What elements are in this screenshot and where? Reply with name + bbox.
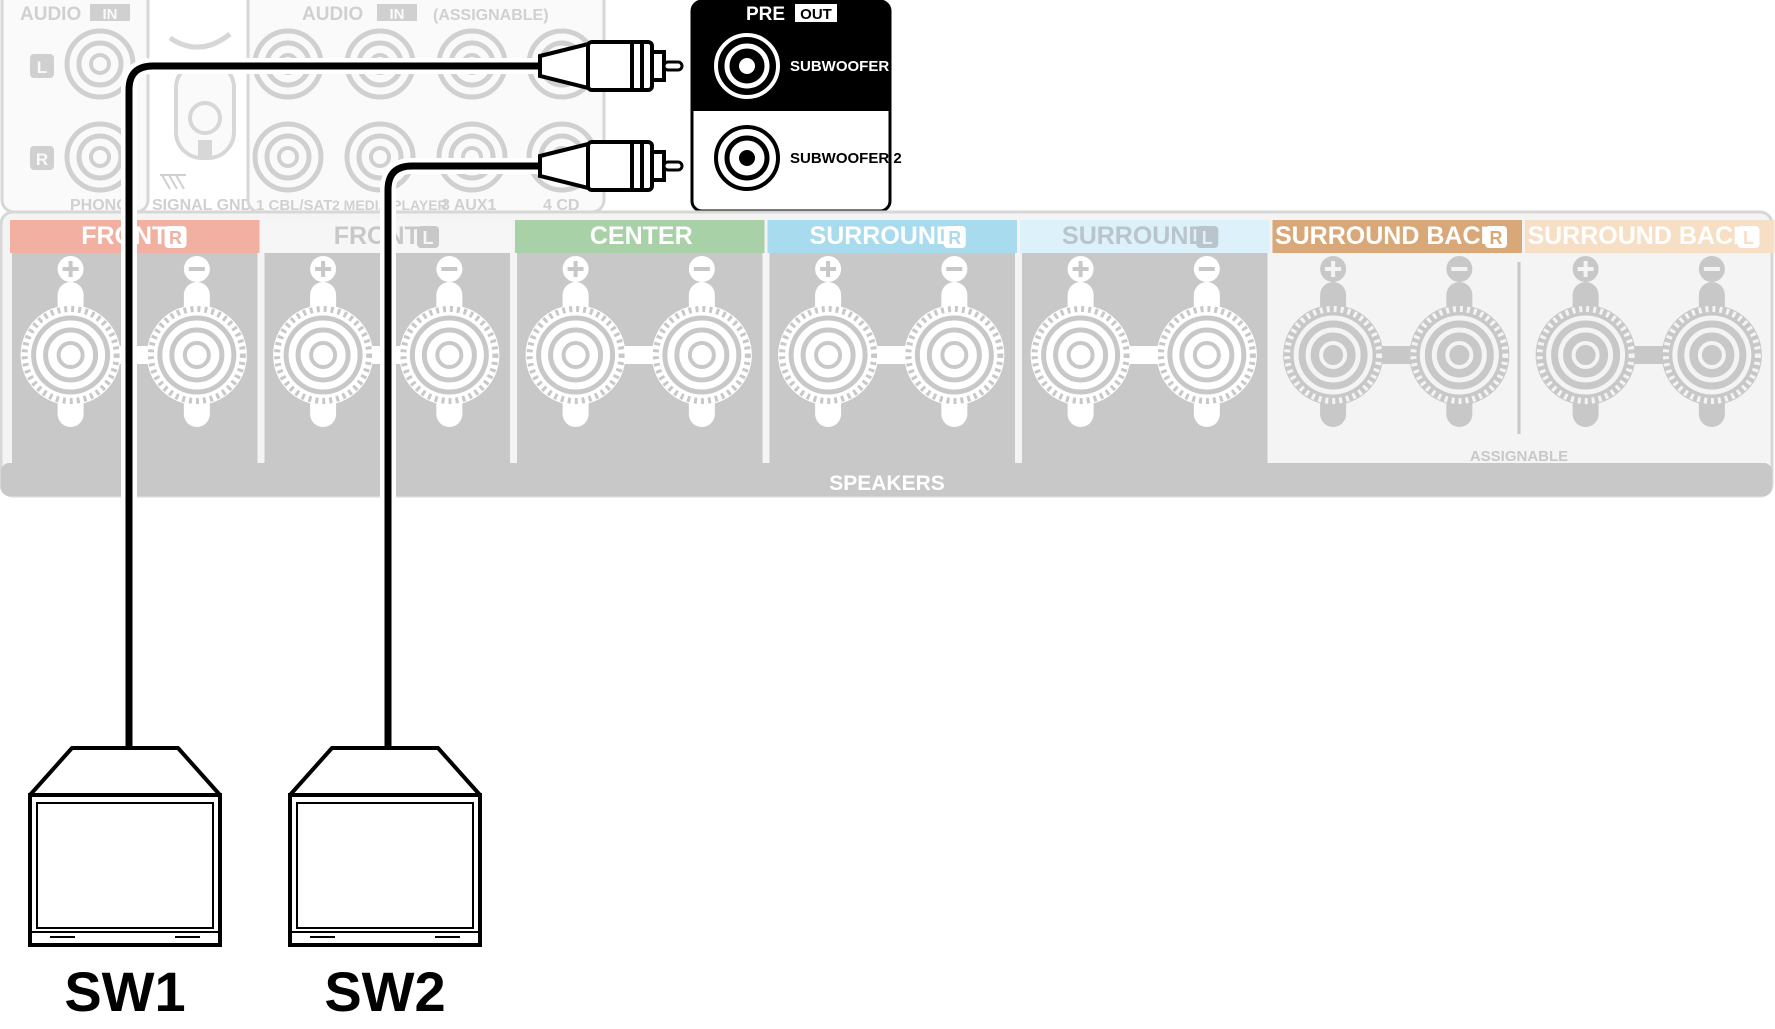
speaker-terminal-7-plus[interactable] (1535, 256, 1636, 427)
input-4-label: 4 CD (543, 197, 579, 214)
speaker-group-label-6: SURROUND BACK (1275, 222, 1499, 250)
speakers-label: SPEAKERS (829, 472, 945, 495)
pre-out-header: PRE (746, 4, 785, 25)
assignable-suffix: (ASSIGNABLE) (433, 7, 549, 24)
speaker-group-badge-6: R (1490, 228, 1503, 248)
speaker-terminal-4-minus[interactable] (904, 256, 1005, 427)
channel-r-badge: R (36, 150, 48, 169)
input-1-label: 1 CBL/SAT (256, 197, 332, 214)
speaker-terminal-1-plus[interactable] (20, 256, 121, 427)
speaker-group-badge-1: R (169, 228, 182, 248)
speaker-group-label-7: SURROUND BACK (1527, 222, 1751, 250)
audio-in-left-header-tag: IN (103, 6, 118, 23)
rca-plug-2 (538, 140, 684, 192)
assignable-label: ASSIGNABLE (1470, 448, 1568, 465)
speaker-terminal-2-minus[interactable] (399, 256, 500, 427)
pre-out-tag: OUT (800, 6, 832, 23)
audio-in-assignable-panel: AUDIO IN (ASSIGNABLE) 1 CBL/SAT 2 MEDIA … (246, 0, 606, 214)
audio-input-1-r-jack[interactable] (252, 121, 324, 193)
speaker-terminal-1-minus[interactable] (146, 256, 247, 427)
speaker-group-label-2: FRONT (334, 222, 420, 250)
speaker-terminal-5-plus[interactable] (1030, 256, 1131, 427)
audio-in-assignable-header: AUDIO (302, 4, 363, 25)
subwoofer-1: SW1 (28, 746, 222, 1023)
speaker-group-label-3: CENTER (590, 222, 693, 250)
speaker-group-3: CENTER (515, 220, 765, 463)
input-3-label: 3 AUX1 (441, 197, 497, 214)
speaker-group-label-4: SURROUND (810, 222, 954, 250)
speaker-group-badge-5: L (1202, 228, 1213, 248)
speaker-terminal-2-plus[interactable] (273, 256, 374, 427)
speaker-group-badge-4: R (948, 228, 961, 248)
speaker-group-label-5: SURROUND (1062, 222, 1206, 250)
subwoofer-2: SW2 (288, 746, 482, 1023)
speaker-terminal-7-minus[interactable] (1661, 256, 1762, 427)
subwoofer-1-label: SUBWOOFER 1 (790, 58, 902, 75)
phono-label: PHONO (70, 197, 129, 214)
pre-out-panel: PRE OUT SUBWOOFER 1 SUBWOOFER 2 (690, 0, 902, 213)
subwoofer-2-label: SW2 (324, 960, 445, 1023)
audio-in-assignable-tag: IN (390, 6, 405, 23)
rca-plug-1 (538, 40, 684, 92)
subwoofer-1-jack[interactable] (714, 33, 780, 99)
speaker-group-badge-2: L (423, 228, 434, 248)
speaker-group-badge-7: L (1743, 228, 1754, 248)
speaker-terminal-3-plus[interactable] (525, 256, 626, 427)
speaker-terminal-3-minus[interactable] (651, 256, 752, 427)
audio-in-left-header: AUDIO (20, 4, 81, 25)
subwoofer-2-jack[interactable] (714, 125, 780, 191)
subwoofer-cables (121, 40, 684, 750)
channel-l-badge: L (37, 58, 47, 77)
subwoofer-2-label: SUBWOOFER 2 (790, 150, 902, 167)
speaker-terminal-4-plus[interactable] (778, 256, 879, 427)
subwoofer-1-label: SW1 (64, 960, 185, 1023)
speaker-terminal-5-minus[interactable] (1156, 256, 1257, 427)
signal-gnd-label: SIGNAL GND (152, 197, 252, 214)
speaker-terminal-6-plus[interactable] (1283, 256, 1384, 427)
speaker-terminal-6-minus[interactable] (1409, 256, 1510, 427)
